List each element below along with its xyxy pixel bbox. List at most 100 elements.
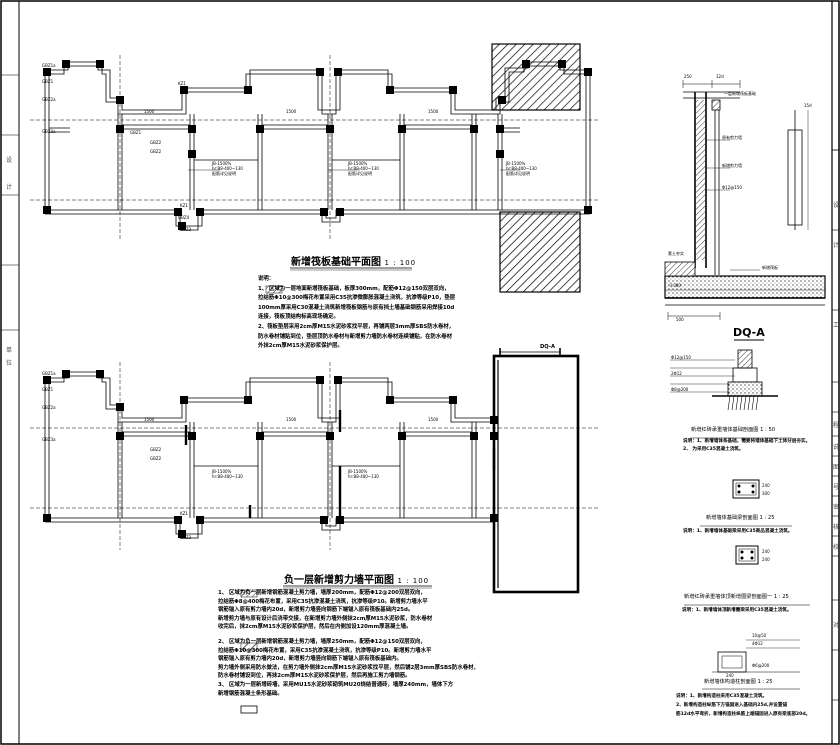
ring-beam-title: 新增红砖承重墙体顶新增圈梁剖面图一 1 : 25 — [684, 594, 789, 600]
label-gbz3: GBZ3 — [180, 227, 192, 232]
legend-swatch-wall200 — [240, 589, 258, 598]
legend-swatch-wall250 — [240, 642, 258, 651]
label-gbz2a: GBZ2a — [42, 405, 56, 410]
label-gbz4: GBZ4 — [178, 215, 190, 220]
dqa-label-elevation: -3.300 — [668, 283, 681, 288]
detail-dqa — [664, 80, 826, 320]
raft-notes: 说明： 1、 区域为一层地面新增筏板基础，板厚300mm，配筋Φ12@150双层… — [258, 276, 456, 350]
dqa-dim-12d: 12d — [716, 74, 724, 79]
raft-hatch-top — [491, 43, 581, 111]
label-gbz2a: GBZ2a — [42, 97, 56, 102]
dqa-label-rebar: Φ12@150 — [722, 185, 742, 190]
dim-1500: 1500 — [286, 417, 297, 422]
detail-column — [712, 639, 800, 673]
dqa-label-new-raft: 新增筏板 — [762, 265, 778, 270]
dqa-label-existing-wall: 原有剪力墙 — [722, 135, 742, 140]
brick-label-1: Φ12@150 — [671, 355, 691, 360]
raft-column-marks — [43, 60, 592, 230]
brick-foundation-notes: 说明：1、新增墙体条基础，需要将墙体基础下土体分层夯实。 2、 为采用C35混凝… — [683, 439, 811, 452]
titleblock-char: 设 — [833, 202, 840, 209]
dim-1500: 1500 — [428, 109, 439, 114]
raft-tag-2: hr:B8-400~130 — [348, 166, 379, 171]
raft-tag-1: JB-1500% — [212, 469, 232, 474]
dqa-dim-500: 500 — [676, 317, 684, 322]
dim-1500: 1500 — [428, 417, 439, 422]
raft-tag-1: JB-1500% — [212, 161, 232, 166]
label-gbz3: GBZ3 — [180, 535, 192, 540]
titleblock-char: 核 — [833, 524, 840, 531]
titleblock-char: 说 — [833, 444, 840, 451]
raft-tag-2: hr:B8-400~130 — [212, 166, 243, 171]
raft-tag-3: 配筋详见说明 — [212, 171, 236, 176]
brick-label-2: 2Φ12 — [671, 371, 682, 376]
label-gbz3a: GBZ3a — [42, 437, 56, 442]
raft-tag-1: JB-1500% — [348, 469, 368, 474]
column-label-2: 4Φ12 — [752, 641, 763, 646]
beam-section-title: 新增墙体基础梁剖面图 1 : 25 — [706, 515, 775, 521]
shearwall-column-marks — [43, 370, 498, 538]
label-kz1: KZ1 — [180, 511, 188, 516]
label-gbz1: GBZ1 — [42, 79, 54, 84]
raft-tag-1: JB-1500% — [348, 161, 368, 166]
ring-label-240b: 240 — [762, 557, 770, 562]
margin-char: 计 — [6, 184, 13, 191]
brick-foundation-title: 新增红砖承重墙体基础剖面图 1 : 50 — [691, 427, 776, 433]
ring-label-240: 240 — [762, 549, 770, 554]
column-title: 新增墙体构造柱剖面图 1 : 25 — [704, 679, 773, 685]
margin-char: 位 — [6, 360, 13, 367]
dim-1500: 1500 — [144, 109, 155, 114]
dqa-label-new-wall: 新增剪力墙 — [722, 163, 742, 168]
dim-1500: 1500 — [144, 417, 155, 422]
label-kz1: KZ1 — [180, 203, 188, 208]
label-gbz2: GBZ2 — [150, 456, 162, 461]
titleblock-char: 程 — [833, 422, 840, 429]
raft-plan — [30, 43, 600, 293]
label-kz1: KZ1 — [178, 81, 186, 86]
column-notes: 说明：1、新增构造柱采用C35混凝土浇筑。 2、新增构造柱纵筋下方锚固进入基础内… — [676, 694, 811, 717]
ring-beam-notes: 说明：1、新增墙体顶新增圈梁采用C35混凝土浇筑。 — [682, 608, 792, 613]
dqa-label-raft: 一层新增筏板基础 — [724, 91, 756, 96]
label-gbz1: GBZ1 — [130, 130, 142, 135]
column-label-3: Φ6@200 — [752, 663, 770, 668]
dqa-dim-15d: 15d — [804, 103, 812, 108]
titleblock-char: 审 — [833, 504, 840, 511]
new-shearwall-outline — [492, 354, 580, 594]
label-gbz2: GBZ2 — [150, 447, 162, 452]
raft-tag-1: JB-1500% — [506, 161, 526, 166]
titleblock-char: 工 — [833, 322, 840, 329]
label-gbz1a: GBZ1a — [42, 371, 56, 376]
shearwall-plan — [30, 348, 600, 594]
dim-1500: 1500 — [286, 109, 297, 114]
titleblock-char: 图 — [833, 464, 840, 471]
detail-beam-section — [732, 479, 760, 499]
titleblock-char: 号 — [833, 484, 840, 491]
raft-tag-3: 配筋详见说明 — [348, 171, 372, 176]
column-label-4: 240 — [726, 673, 734, 678]
margin-char: 单 — [6, 347, 13, 354]
shearwall-notes: 1、 区域为负一层新增钢筋混凝土剪力墙，墙厚200mm，配筋Φ12@200双层双… — [218, 590, 479, 697]
title-block — [831, 1, 840, 745]
margin-char: 设 — [6, 157, 13, 164]
dqa-section-marker: DQ-A — [540, 344, 555, 350]
shearwall-plan-title: 负一层新增剪力墙平面图 1 : 100 — [284, 575, 430, 586]
beam-label-240: 240 — [762, 483, 770, 488]
raft-tag-2: hr:B8-400~130 — [506, 166, 537, 171]
detail-ring-beam — [735, 545, 759, 565]
legend-swatch-brick — [240, 705, 258, 714]
label-gbz2: GBZ2 — [150, 140, 162, 145]
label-gbz1a: GBZ1a — [42, 63, 56, 68]
titleblock-char: 计 — [833, 242, 840, 249]
dqa-dim-250: 250 — [684, 74, 692, 79]
brick-label-3: Φ8@200 — [671, 387, 689, 392]
titleblock-char: 校 — [833, 544, 840, 551]
dqa-title: DQ-A — [733, 326, 765, 339]
raft-tag-2: hr:B8-400~130 — [212, 474, 243, 479]
beam-section-notes: 说明：1、新增墙体基础梁采用C35商品混凝土浇筑。 — [683, 529, 793, 534]
dqa-label-soil: 素土夯实 — [668, 251, 684, 256]
raft-tag-3: 配筋详见说明 — [506, 171, 530, 176]
label-gbz2: GBZ2 — [150, 149, 162, 154]
raft-tag-2: hr:B8-400~130 — [348, 474, 379, 479]
detail-brick-foundation — [670, 349, 778, 411]
beam-label-300: 300 — [762, 491, 770, 496]
